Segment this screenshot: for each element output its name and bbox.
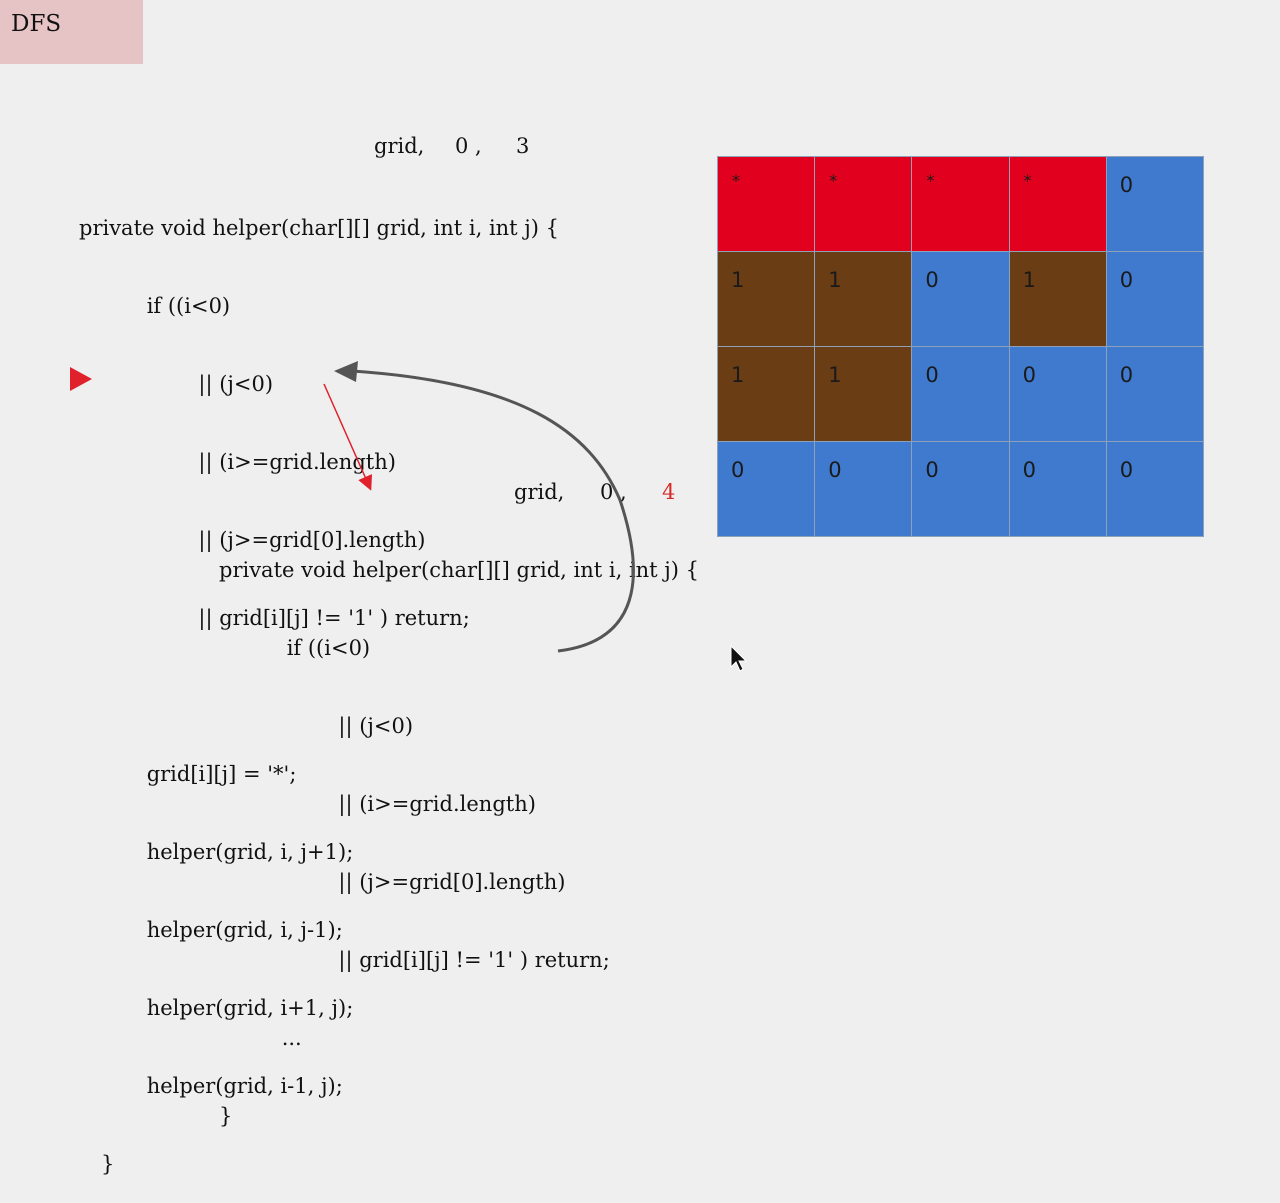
grid-cell: * xyxy=(718,157,815,251)
call1-arg-i: 0 , xyxy=(455,134,482,158)
grid-cell-value: 0 xyxy=(1119,363,1134,387)
call1-arg-j: 3 xyxy=(516,134,530,158)
code-line: || grid[i][j] != '1' ) return; xyxy=(285,948,610,972)
grid-cell-value: 0 xyxy=(925,458,939,482)
grid-cell-value: 0 xyxy=(828,458,842,482)
grid-cell: 0 xyxy=(1106,442,1203,536)
grid-cell-value: 0 xyxy=(1119,268,1134,292)
call1-arg-grid: grid, xyxy=(374,134,425,158)
grid-cell: 1 xyxy=(718,252,815,346)
code-line: || (i>=grid.length) xyxy=(145,450,396,474)
code-line: if ((i<0) xyxy=(260,636,371,660)
code-line: || (j>=grid[0].length) xyxy=(145,528,426,552)
grid-cell: 0 xyxy=(1009,442,1106,536)
grid-cell-value: 1 xyxy=(828,363,842,387)
grid-cell-value: * xyxy=(926,171,935,190)
code-line: private void helper(char[][] grid, int i… xyxy=(79,216,560,240)
grid-cell: 0 xyxy=(1106,157,1203,251)
grid-cell-value: 1 xyxy=(731,268,745,292)
code-line: if ((i<0) xyxy=(120,294,231,318)
grid-cell: 0 xyxy=(1106,252,1203,346)
code-line: || (j>=grid[0].length) xyxy=(285,870,566,894)
grid-cell-value: 0 xyxy=(925,363,939,387)
call-arrow xyxy=(323,383,373,491)
code-line: ... xyxy=(255,1026,302,1050)
grid-cell-value: 0 xyxy=(1022,363,1036,387)
grid-cell-value: * xyxy=(829,171,838,190)
code-line: || grid[i][j] != '1' ) return; xyxy=(145,606,470,630)
grid-cell-value: 0 xyxy=(731,458,745,482)
return-arrowhead-icon xyxy=(334,361,358,382)
island-grid: * * * * 0 1 1 0 1 0 1 1 0 0 0 0 0 0 0 0 xyxy=(717,156,1204,537)
grid-cell: 0 xyxy=(912,347,1009,441)
grid-cell: 0 xyxy=(815,442,912,536)
grid-cell: 0 xyxy=(1009,347,1106,441)
grid-cell: 1 xyxy=(1009,252,1106,346)
grid-cell-value: 0 xyxy=(1119,173,1134,197)
grid-cell: 1 xyxy=(815,252,912,346)
slide-title-box: DFS xyxy=(0,0,143,64)
grid-cell: * xyxy=(1009,157,1106,251)
grid-cell: 0 xyxy=(718,442,815,536)
grid-cell: * xyxy=(815,157,912,251)
call2-arg-j: 4 xyxy=(662,480,676,504)
grid-cell: 1 xyxy=(815,347,912,441)
annotation-overlay xyxy=(70,361,748,672)
grid-cell: 0 xyxy=(912,442,1009,536)
grid-cell-value: 1 xyxy=(828,268,842,292)
slide-title: DFS xyxy=(11,11,62,37)
code-line: } xyxy=(219,1104,233,1128)
grid-cell: 0 xyxy=(912,252,1009,346)
grid-cell: 1 xyxy=(718,347,815,441)
grid-cell-value: 0 xyxy=(1119,458,1134,482)
call2-arg-grid: grid, xyxy=(514,480,565,504)
current-line-pointer-icon xyxy=(70,367,92,391)
grid-cell-value: 0 xyxy=(925,268,939,292)
code-line: || (j<0) xyxy=(145,372,274,396)
grid-cell-value: 1 xyxy=(1022,268,1036,292)
grid-cell-value: * xyxy=(1023,171,1032,190)
call2-arg-i: 0 , xyxy=(600,480,627,504)
return-arrow xyxy=(351,369,635,653)
grid-cell-value: 1 xyxy=(731,363,745,387)
mouse-cursor-icon xyxy=(730,644,748,672)
grid-cell-value: * xyxy=(732,171,740,190)
grid-cell: 0 xyxy=(1106,347,1203,441)
code-line: || (i>=grid.length) xyxy=(285,792,536,816)
grid-cell: * xyxy=(912,157,1009,251)
grid-cell-value: 0 xyxy=(1022,458,1036,482)
